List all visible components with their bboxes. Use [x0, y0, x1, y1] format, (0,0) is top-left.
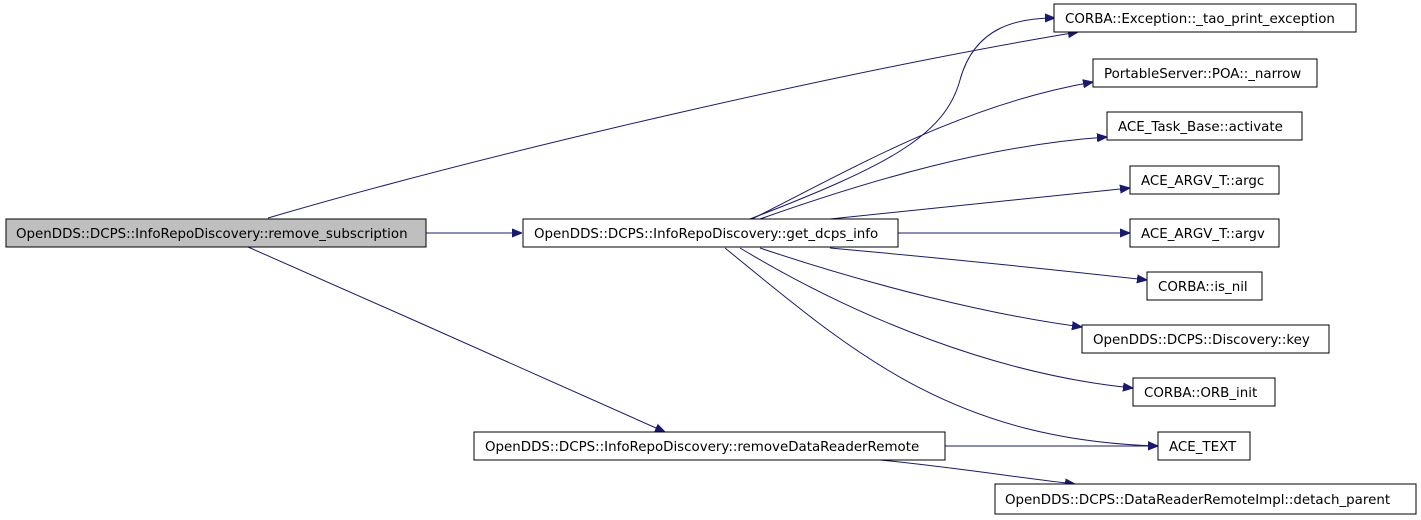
node-label: ACE_TEXT — [1169, 440, 1237, 455]
node-is_nil[interactable]: CORBA::is_nil — [1146, 271, 1263, 301]
node-tao_print_exception[interactable]: CORBA::Exception::_tao_print_exception — [1053, 3, 1357, 33]
node-label: CORBA::is_nil — [1158, 280, 1248, 295]
node-box — [1129, 165, 1280, 195]
node-ace_text[interactable]: ACE_TEXT — [1157, 431, 1251, 461]
node-label: OpenDDS::DCPS::InfoRepoDiscovery::remove… — [485, 440, 919, 455]
node-label: ACE_ARGV_T::argv — [1141, 227, 1265, 242]
edge-get_dcps_info-to-discovery_key — [759, 247, 1082, 327]
edge-remove_subscription-to-removeDataReaderRemote — [247, 246, 665, 432]
node-label: OpenDDS::DCPS::InfoRepoDiscovery::remove… — [16, 227, 408, 242]
node-orb_init[interactable]: CORBA::ORB_init — [1132, 377, 1276, 407]
node-argv_argv[interactable]: ACE_ARGV_T::argv — [1129, 218, 1280, 248]
edge-removeDataReaderRemote-to-detach_parent — [879, 459, 1075, 484]
edge-get_dcps_info-to-is_nil — [829, 247, 1147, 280]
node-discovery_key[interactable]: OpenDDS::DCPS::Discovery::key — [1081, 324, 1330, 354]
node-box — [1053, 3, 1357, 33]
node-remove_subscription[interactable]: OpenDDS::DCPS::InfoRepoDiscovery::remove… — [5, 218, 427, 248]
node-poa_narrow[interactable]: PortableServer::POA::_narrow — [1092, 58, 1318, 88]
node-label: ACE_ARGV_T::argc — [1141, 174, 1264, 189]
node-box — [994, 483, 1417, 515]
node-label: ACE_Task_Base::activate — [1118, 120, 1283, 135]
node-label: CORBA::ORB_init — [1144, 386, 1257, 401]
node-task_activate[interactable]: ACE_Task_Base::activate — [1106, 111, 1303, 141]
edge-remove_subscription-to-tao_print_exception — [267, 32, 1078, 219]
node-box — [1106, 111, 1303, 141]
node-box — [1146, 271, 1263, 301]
node-label: PortableServer::POA::_narrow — [1104, 67, 1301, 82]
node-box — [1092, 58, 1318, 88]
node-box — [5, 218, 427, 248]
edge-get_dcps_info-to-poa_narrow — [751, 82, 1093, 220]
node-removeDataReaderRemote[interactable]: OpenDDS::DCPS::InfoRepoDiscovery::remove… — [473, 431, 946, 461]
node-box — [473, 431, 946, 461]
node-box — [522, 218, 899, 248]
node-box — [1129, 218, 1280, 248]
edges — [247, 18, 1158, 484]
node-label: OpenDDS::DCPS::DataReaderRemoteImpl::det… — [1005, 493, 1390, 508]
edge-get_dcps_info-to-ace_text — [724, 247, 1158, 446]
node-label: OpenDDS::DCPS::Discovery::key — [1093, 333, 1310, 348]
node-label: CORBA::Exception::_tao_print_exception — [1065, 12, 1335, 27]
edge-get_dcps_info-to-orb_init — [739, 247, 1133, 388]
node-argv_argc[interactable]: ACE_ARGV_T::argc — [1129, 165, 1280, 195]
node-get_dcps_info[interactable]: OpenDDS::DCPS::InfoRepoDiscovery::get_dc… — [522, 218, 899, 248]
node-detach_parent[interactable]: OpenDDS::DCPS::DataReaderRemoteImpl::det… — [994, 483, 1417, 515]
node-label: OpenDDS::DCPS::InfoRepoDiscovery::get_dc… — [534, 227, 878, 242]
node-box — [1081, 324, 1330, 354]
edge-get_dcps_info-to-tao_print_exception — [749, 18, 1055, 220]
edge-get_dcps_info-to-task_activate — [759, 137, 1107, 220]
node-box — [1157, 431, 1251, 461]
node-box — [1132, 377, 1276, 407]
edge-get_dcps_info-to-argv_argc — [829, 188, 1130, 220]
